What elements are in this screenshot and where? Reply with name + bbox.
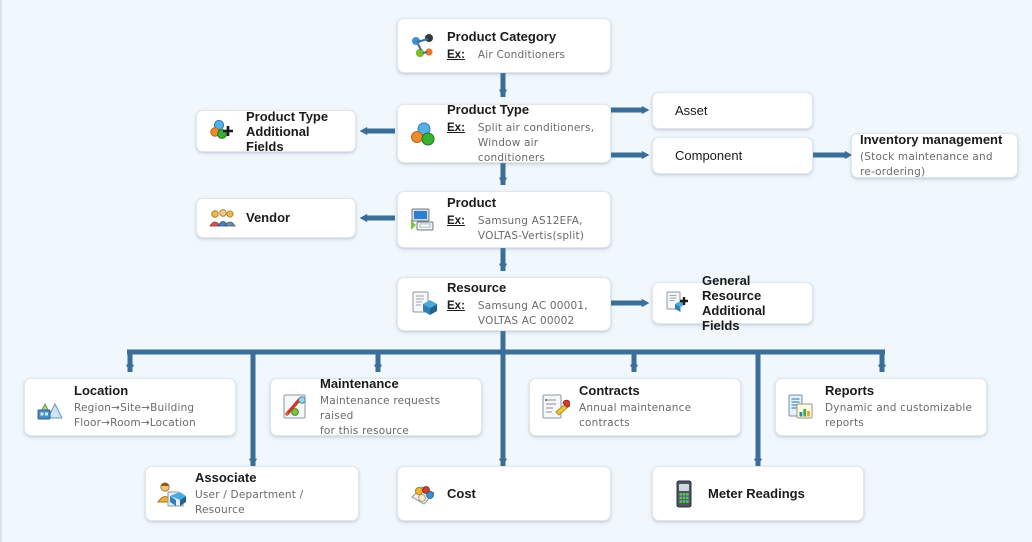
example-value: Split air conditioners, Window air condi… xyxy=(477,121,595,164)
example-value: Air Conditioners xyxy=(477,48,566,61)
node-product-type[interactable]: Product Type Ex: Split air conditioners,… xyxy=(397,101,611,166)
node-title: Component xyxy=(675,147,743,163)
node-subtitle: Region→Site→Building Floor→Room→Location xyxy=(74,402,196,429)
node-associate[interactable]: Associate User / Department / Resource xyxy=(145,466,359,521)
node-subtitle: User / Department / Resource xyxy=(195,488,304,516)
node-title: Product Type Additional Fields xyxy=(246,108,329,154)
associate-icon xyxy=(156,479,186,509)
resource-icon xyxy=(408,289,438,319)
node-product-category[interactable]: Product Category Ex: Air Conditioners xyxy=(397,18,611,73)
node-inventory-management[interactable]: Inventory management (Stock maintenance … xyxy=(851,131,1018,178)
node-title: Inventory management xyxy=(860,131,1003,147)
node-maintenance[interactable]: Maintenance Maintenance requests raised … xyxy=(270,375,482,437)
example-row: Ex: Samsung AS12EFA, VOLTAS-Vertis(split… xyxy=(447,214,600,244)
node-title: Product xyxy=(447,195,497,210)
product-category-icon xyxy=(408,31,438,61)
node-contracts[interactable]: Contracts Annual maintenance contracts xyxy=(529,378,741,436)
node-title: Asset xyxy=(675,102,708,118)
node-title: Location xyxy=(74,383,129,398)
node-subtitle: (Stock maintenance and re-ordering) xyxy=(860,150,993,178)
example-value: Samsung AS12EFA, VOLTAS-Vertis(split) xyxy=(477,215,585,242)
node-product[interactable]: Product Ex: Samsung AS12EFA, VOLTAS-Vert… xyxy=(397,191,611,248)
node-meter-readings[interactable]: Meter Readings xyxy=(652,466,864,521)
node-component[interactable]: Component xyxy=(652,137,813,174)
node-reports[interactable]: Reports Dynamic and customizable reports xyxy=(775,378,987,436)
node-title: Maintenance xyxy=(320,375,399,391)
node-title: Product Type xyxy=(447,101,530,117)
example-label: Ex: xyxy=(447,121,465,134)
node-title: Reports xyxy=(825,383,875,398)
node-title: Cost xyxy=(447,485,476,501)
node-vendor[interactable]: Vendor xyxy=(196,198,356,238)
product-type-icon xyxy=(408,119,438,149)
product-type-plus-icon xyxy=(207,116,237,146)
node-asset[interactable]: Asset xyxy=(652,92,813,129)
node-title: General Resource Additional Fields xyxy=(702,273,766,333)
node-title: Product Category xyxy=(447,28,557,44)
example-label: Ex: xyxy=(447,215,465,227)
location-icon xyxy=(35,392,65,422)
product-icon xyxy=(408,205,438,235)
example-row: Ex: Split air conditioners, Window air c… xyxy=(447,121,600,166)
example-label: Ex: xyxy=(447,299,465,312)
node-resource[interactable]: Resource Ex: Samsung AC 00001, VOLTAS AC… xyxy=(397,277,611,331)
node-title: Resource xyxy=(447,279,507,295)
contracts-icon xyxy=(540,392,570,422)
node-title: Associate xyxy=(195,469,257,485)
reports-icon xyxy=(786,392,816,422)
node-title: Contracts xyxy=(579,383,640,398)
node-subtitle: Annual maintenance contracts xyxy=(579,402,692,429)
node-title: Meter Readings xyxy=(708,485,805,501)
example-row: Ex: Samsung AC 00001, VOLTAS AC 00002 xyxy=(447,299,600,329)
meter-readings-icon xyxy=(669,479,699,509)
node-location[interactable]: Location Region→Site→Building Floor→Room… xyxy=(24,378,236,436)
node-subtitle: Dynamic and customizable reports xyxy=(825,402,973,429)
node-general-resource-additional-fields[interactable]: General Resource Additional Fields xyxy=(652,273,813,333)
node-subtitle: Maintenance requests raised for this res… xyxy=(320,394,441,437)
maintenance-icon xyxy=(281,392,311,422)
example-row: Ex: Air Conditioners xyxy=(447,48,600,63)
example-value: Samsung AC 00001, VOLTAS AC 00002 xyxy=(477,299,588,327)
node-product-type-additional-fields[interactable]: Product Type Additional Fields xyxy=(196,108,356,154)
vendor-icon xyxy=(207,203,237,233)
node-cost[interactable]: Cost xyxy=(397,466,611,521)
cost-icon xyxy=(408,479,438,509)
node-title: Vendor xyxy=(246,210,291,225)
resource-plus-icon xyxy=(663,288,693,318)
example-label: Ex: xyxy=(447,48,465,61)
